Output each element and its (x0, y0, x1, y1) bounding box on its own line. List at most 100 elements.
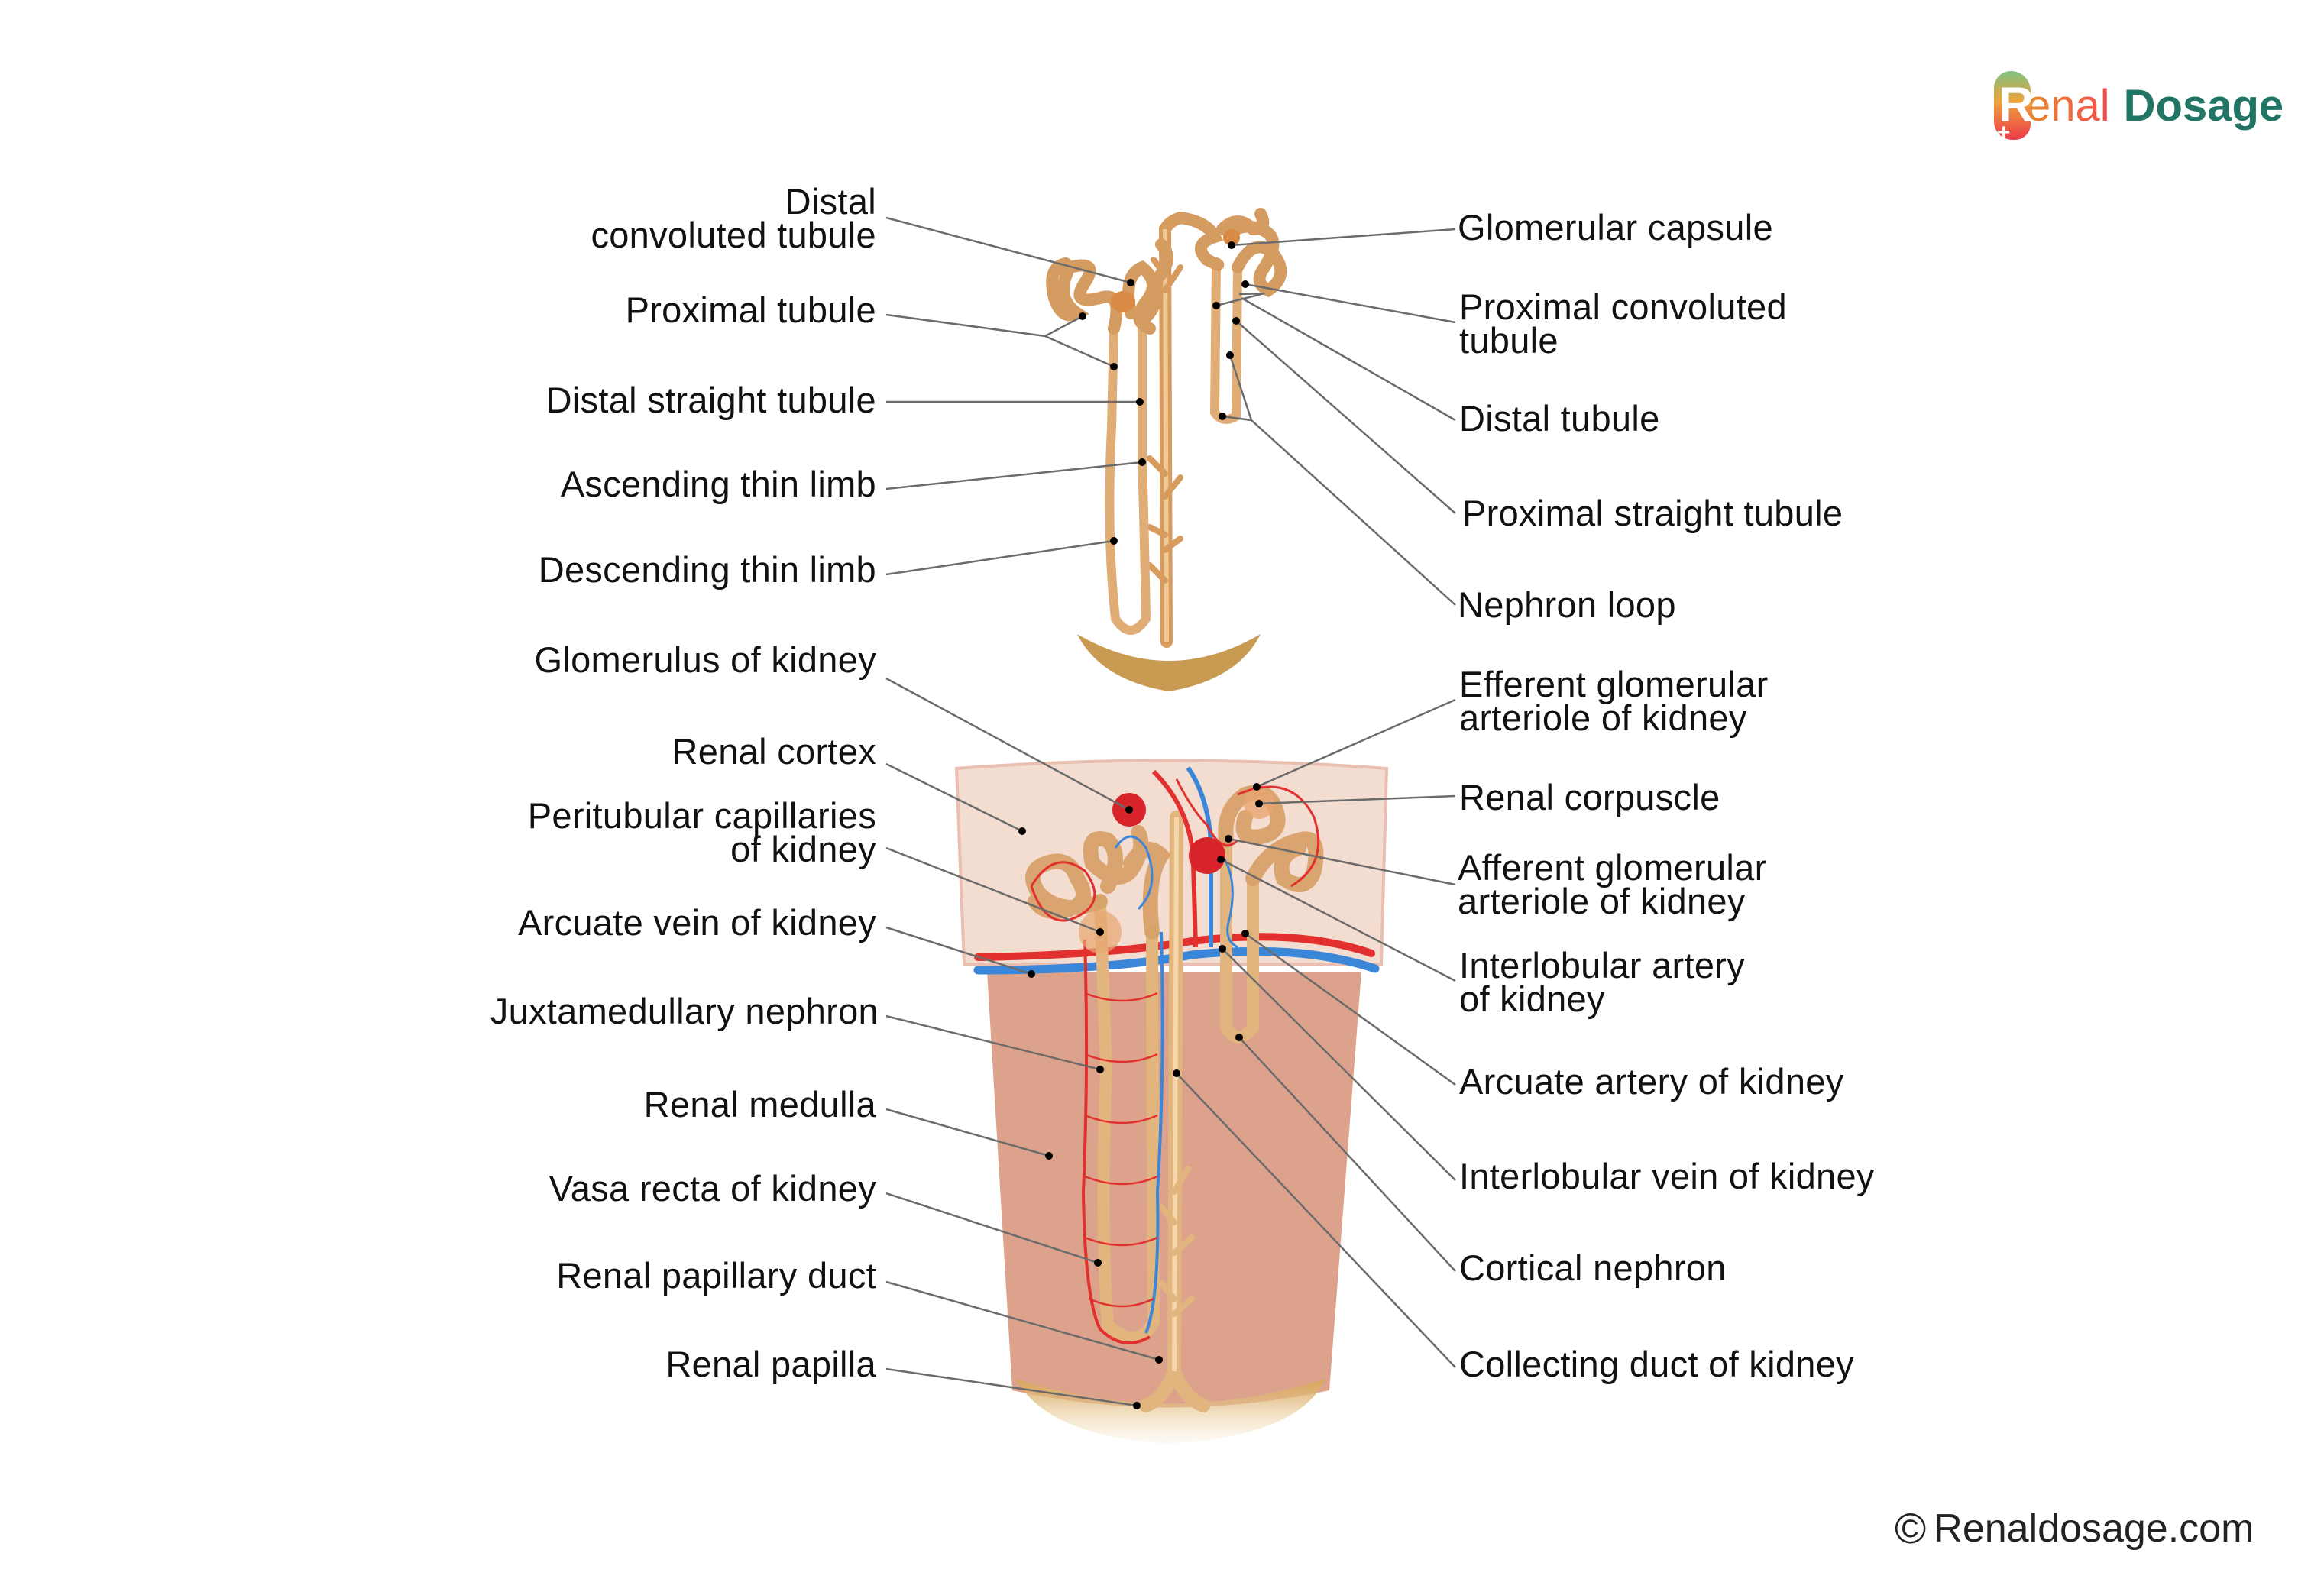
interlobular-vein-vessel (1186, 766, 1213, 947)
copyright-text: Renaldosage.com (1934, 1506, 2254, 1551)
marker-dot (1136, 398, 1144, 406)
leader-line-distal-tubule (1241, 296, 1456, 422)
marker-dot (1110, 363, 1118, 370)
brand-logo[interactable]: R + enal Dosage (1994, 67, 2284, 144)
papilla-base-upper (1077, 634, 1261, 691)
leader-line-proximal-tubule (885, 313, 1083, 338)
upper-long-loop (1105, 316, 1151, 635)
marker-dot (1217, 856, 1225, 863)
upper-glomerular-capsule-right (1223, 229, 1240, 246)
arcuate-vein-vessel (973, 946, 1380, 975)
label-renal-cortex: Renal cortex (672, 731, 876, 772)
label-proximal-tubule: Proximal tubule (625, 290, 876, 330)
leader-line-cortical-nephron (1238, 1037, 1456, 1272)
label-nephron-loop: Nephron loop (1458, 584, 1676, 625)
leader-line-distal-tubule-b (1215, 292, 1265, 307)
leader-line-nephron-loop-c (1222, 415, 1252, 422)
vasa-recta-artery (1081, 939, 1151, 1344)
logo-renal-text: enal (2026, 80, 2110, 131)
leader-line-proximal-tubule-b (1044, 335, 1115, 368)
marker-dot (1226, 351, 1234, 359)
leader-line-proximal-straight-tubule (1235, 320, 1456, 514)
plus-icon: + (1997, 120, 2011, 145)
vasa-recta-vein (1144, 931, 1164, 1334)
logo-dosage-text: Dosage (2123, 80, 2284, 131)
label-renal-papilla: Renal papilla (665, 1344, 876, 1384)
label-distal-convoluted-tubule: Distal convoluted tubule (591, 181, 876, 255)
label-arcuate-vein: Arcuate vein of kidney (517, 902, 876, 943)
label-renal-medulla: Renal medulla (643, 1084, 876, 1124)
leader-line-distal-convoluted-tubule (885, 216, 1131, 284)
label-interlobular-vein: Interlobular vein of kidney (1459, 1156, 1875, 1196)
upper-short-loop (1209, 259, 1242, 424)
label-arcuate-artery: Arcuate artery of kidney (1459, 1061, 1844, 1102)
marker-dots (1018, 241, 1263, 1409)
marker-dot (1028, 970, 1035, 978)
leader-lines (885, 216, 1456, 1407)
label-distal-straight-tubule: Distal straight tubule (545, 380, 876, 420)
leader-line-renal-papilla (885, 1367, 1138, 1407)
leader-line-renal-corpuscle (1258, 794, 1456, 805)
marker-dot (1079, 312, 1086, 320)
leader-line-glomerular-capsule (1231, 228, 1456, 247)
label-renal-corpuscle: Renal corpuscle (1459, 777, 1720, 817)
marker-dot (1232, 317, 1240, 325)
marker-dot (1235, 1034, 1243, 1041)
marker-dot (1219, 413, 1226, 420)
arcuate-artery-vessel (974, 933, 1375, 961)
marker-dot (1255, 800, 1263, 807)
leader-line-nephron-loop-b (1228, 354, 1253, 421)
glomerulus-right (1189, 837, 1225, 874)
label-vasa-recta: Vasa recta of kidney (549, 1168, 876, 1209)
marker-dot (1253, 783, 1261, 791)
label-glomerular-capsule: Glomerular capsule (1458, 207, 1773, 248)
isolated-nephron (1046, 208, 1287, 691)
label-efferent-glomerular-arteriole: Efferent glomerular arteriole of kidney (1459, 664, 1769, 738)
marker-dot (1127, 279, 1134, 286)
marker-dot (1228, 241, 1235, 249)
marker-dot (1212, 302, 1220, 309)
logo-badge-icon: R + (1994, 71, 2034, 144)
leader-line-arcuate-artery (1245, 932, 1456, 1086)
leader-line-interlobular-vein (1222, 948, 1456, 1181)
leader-line-glomerulus-of-kidney (885, 677, 1130, 811)
marker-dot (1173, 1069, 1180, 1077)
marker-dot (1155, 1356, 1163, 1364)
marker-dot (1125, 806, 1133, 814)
copyright-notice: © Renaldosage.com (1895, 1503, 2254, 1553)
label-distal-tubule: Distal tubule (1459, 398, 1660, 438)
label-interlobular-artery: Interlobular artery of kidney (1459, 945, 1746, 1019)
leader-line-vasa-recta (885, 1192, 1099, 1264)
leader-line-peritubular-capillaries (885, 846, 1101, 934)
marker-dot (1225, 835, 1232, 843)
label-afferent-glomerular-arteriole: Afferent glomerular arteriole of kidney (1458, 847, 1767, 921)
logo-letter: R (1999, 77, 2034, 132)
label-collecting-duct: Collecting duct of kidney (1459, 1344, 1854, 1384)
juxtamedullary-loop (1094, 895, 1160, 1344)
label-descending-thin-limb: Descending thin limb (538, 549, 876, 590)
collecting-duct-vessel (1139, 811, 1210, 1412)
label-proximal-straight-tubule: Proximal straight tubule (1462, 493, 1843, 533)
leader-line-juxtamedullary-nephron (885, 1014, 1101, 1071)
leader-line-nephron-loop (1251, 419, 1456, 606)
leader-line-descending-thin-limb (885, 539, 1115, 576)
label-glomerulus-of-kidney: Glomerulus of kidney (534, 639, 876, 680)
label-proximal-convoluted-tubule: Proximal convoluted tubule (1459, 286, 1787, 361)
copyright-icon: © (1895, 1504, 1927, 1552)
leader-line-proximal-convoluted-tubule (1245, 283, 1456, 324)
label-cortical-nephron: Cortical nephron (1459, 1247, 1727, 1288)
marker-dot (1138, 458, 1146, 466)
marker-dot (1094, 1259, 1102, 1267)
marker-dot (1096, 928, 1104, 936)
marker-dot (1241, 280, 1249, 288)
marker-dot (1045, 1152, 1053, 1160)
leader-line-arcuate-vein (885, 926, 1032, 976)
leader-line-renal-papillary-duct (885, 1280, 1160, 1361)
marker-dot (1219, 945, 1226, 953)
label-ascending-thin-limb: Ascending thin limb (560, 464, 876, 504)
label-juxtamedullary-nephron: Juxtamedullary nephron (490, 991, 879, 1031)
marker-dot (1241, 930, 1249, 937)
label-renal-papillary-duct: Renal papillary duct (556, 1255, 876, 1296)
marker-dot (1096, 1066, 1104, 1073)
